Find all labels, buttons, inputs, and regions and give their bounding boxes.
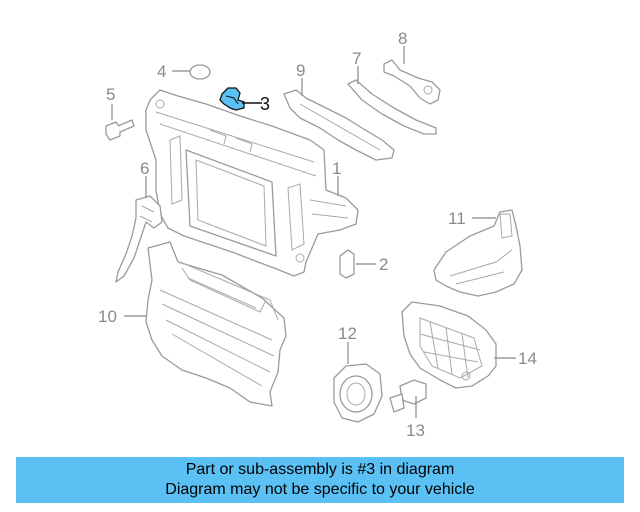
- callout-9: 9: [296, 61, 305, 80]
- part-13-connector: [389, 379, 427, 413]
- parts-diagram: 3 4 5 6 9 7 8 1 2 11 10 12 13 14: [98, 29, 537, 440]
- part-9-cover: [283, 89, 395, 161]
- callout-1: 1: [332, 159, 341, 178]
- callout-14: 14: [518, 349, 537, 368]
- part-12-horn: [333, 363, 383, 423]
- callout-2: 2: [379, 255, 388, 274]
- part-5-bolt: [105, 119, 135, 141]
- callout-5: 5: [106, 85, 115, 104]
- part-4-grommet: [189, 64, 211, 80]
- part-10-deflector: [145, 241, 287, 407]
- part-2-small-bracket: [339, 249, 355, 279]
- callout-3: 3: [260, 94, 270, 114]
- callout-8: 8: [398, 29, 407, 48]
- part-14-carrier: [401, 301, 497, 389]
- leader-lines: [111, 46, 516, 418]
- caption-line-2: Diagram may not be specific to your vehi…: [165, 481, 475, 498]
- callout-10: 10: [98, 307, 117, 326]
- part-6-bracket: [115, 195, 163, 283]
- caption-line-1: Part or sub-assembly is #3 in diagram: [185, 461, 455, 478]
- callout-7: 7: [352, 49, 361, 68]
- callout-13: 13: [406, 421, 425, 440]
- callout-6: 6: [140, 159, 149, 178]
- part-7-strip: [347, 79, 437, 135]
- callout-12: 12: [338, 324, 357, 343]
- caption-banner: Part or sub-assembly is #3 in diagram Di…: [16, 457, 624, 503]
- callout-11: 11: [448, 209, 466, 228]
- part-11-side-panel: [433, 209, 523, 297]
- part-3-clip-highlighted: [219, 87, 245, 111]
- part-1-radiator-support: [145, 89, 359, 277]
- callout-4: 4: [157, 62, 166, 81]
- part-8-sensor-bracket: [383, 59, 441, 105]
